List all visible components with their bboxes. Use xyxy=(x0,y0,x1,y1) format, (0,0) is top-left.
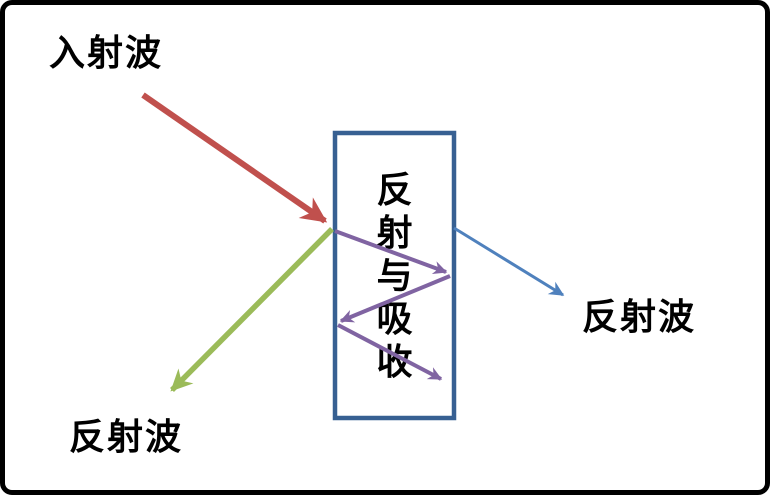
absorber-box-text: 反 射 与 吸 收 xyxy=(335,133,454,418)
incident-wave-arrow xyxy=(141,92,328,224)
reflected-wave-right-label: 反射波 xyxy=(582,296,697,337)
box-text-line: 射 xyxy=(376,212,413,253)
box-text-line: 吸 xyxy=(376,298,413,339)
box-text-line: 反 xyxy=(376,169,413,210)
incident-wave-label: 入射波 xyxy=(49,32,164,73)
box-text-line: 收 xyxy=(376,341,413,382)
reflected-wave-left-label: 反射波 xyxy=(69,416,184,457)
exit-wave-arrow xyxy=(453,226,565,297)
box-text-line: 与 xyxy=(376,255,413,296)
reflected-wave-arrow xyxy=(170,227,334,392)
